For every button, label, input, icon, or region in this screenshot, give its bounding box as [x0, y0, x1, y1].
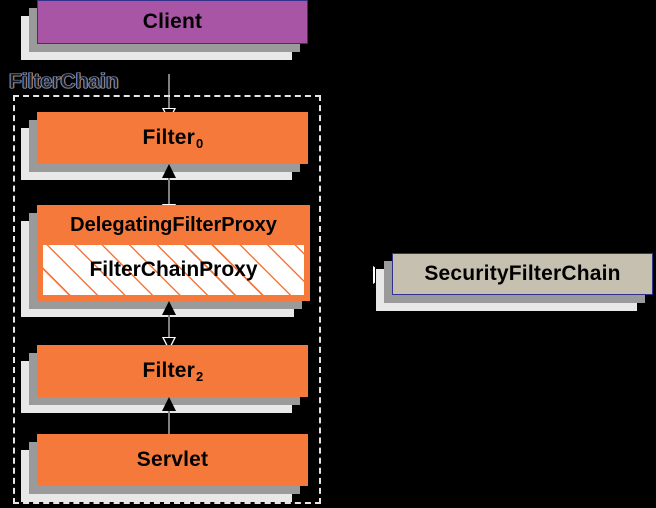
filter0-subscript: 0 — [196, 135, 204, 151]
filterchain-label: FilterChain — [9, 70, 119, 94]
security-filter-chain-plate[interactable]: SecurityFilterChain — [392, 253, 653, 295]
connector-stem — [168, 311, 170, 341]
filter2-subscript: 2 — [196, 368, 204, 384]
arrowhead-up-filled — [162, 60, 176, 74]
dfp-inner-wrap: FilterChainProxy — [38, 244, 309, 300]
arrowhead-down-hollow-fill — [164, 338, 174, 348]
node-servlet[interactable]: Servlet — [21, 434, 308, 502]
arrowhead-up-filled — [162, 164, 176, 178]
node-filter-chain-proxy[interactable]: FilterChainProxy — [42, 244, 305, 296]
connector-stem — [168, 174, 170, 208]
filter0-label: Filter — [142, 126, 196, 149]
filter2-label: Filter — [142, 359, 196, 382]
arrowhead-up-filled — [162, 301, 176, 315]
client-plate[interactable]: Client — [37, 0, 308, 44]
client-label: Client — [142, 10, 203, 33]
dfp-label: DelegatingFilterProxy — [70, 213, 277, 236]
security-filter-chain-label: SecurityFilterChain — [424, 262, 621, 285]
connector-dfp-filter2 — [159, 301, 179, 351]
servlet-plate[interactable]: Servlet — [37, 434, 308, 486]
connector-stem — [168, 407, 170, 441]
filter-chain-proxy-label: FilterChainProxy — [89, 258, 258, 281]
node-client[interactable]: Client — [21, 0, 308, 60]
node-security-filter-chain[interactable]: SecurityFilterChain — [376, 253, 653, 311]
arrowhead-up-filled — [162, 397, 176, 411]
servlet-label: Servlet — [136, 448, 209, 471]
dfp-title: DelegatingFilterProxy — [38, 206, 309, 244]
dfp-plate[interactable]: DelegatingFilterProxy FilterChainProxy — [37, 205, 310, 301]
connector-stem — [168, 70, 170, 112]
node-delegating-filter-proxy[interactable]: DelegatingFilterProxy FilterChainProxy — [21, 205, 310, 317]
